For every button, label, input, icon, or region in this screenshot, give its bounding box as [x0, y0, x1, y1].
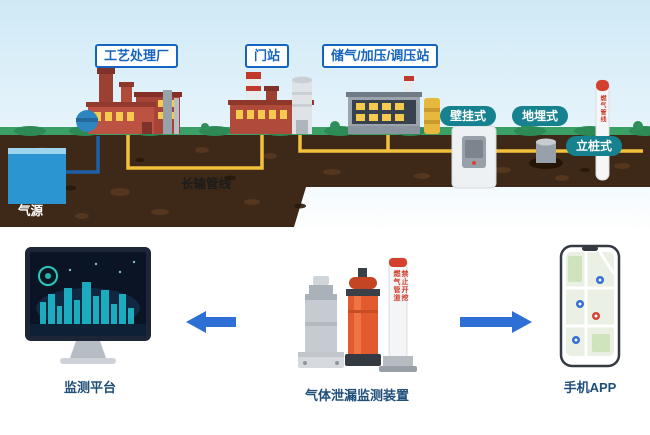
- map-parks: [568, 256, 610, 352]
- label-storage-station: 储气/加压/调压站: [322, 44, 439, 69]
- phone-notch: [582, 246, 598, 251]
- dashboard-dots: [68, 260, 136, 274]
- gas-source-pool: [8, 148, 66, 204]
- pipelines: [66, 134, 643, 184]
- badge-pole-mounted: 立桩式: [566, 136, 623, 157]
- map-roads: [566, 251, 616, 356]
- gas-leak-devices-illustration: [298, 257, 417, 372]
- label-processing-plant: 工艺处理厂: [95, 44, 179, 69]
- badge-wall-mounted: 壁挂式: [440, 106, 497, 127]
- label-gate-station: 门站: [245, 44, 290, 69]
- monitor-base: [60, 358, 116, 364]
- pipeline-label: 长输管线: [181, 177, 232, 191]
- arrow-right-icon: [460, 311, 532, 333]
- phone-illustration: [559, 244, 621, 368]
- marker-post-text-1: 燃气管道: [393, 270, 400, 302]
- gas-source-label: 气源: [18, 204, 44, 218]
- processing-plant-illustration: [76, 45, 182, 134]
- caption-gas-leak-device: 气体泄漏监测装置: [304, 388, 409, 403]
- buried-device: [529, 138, 563, 169]
- gas-leak-detector-orange: [345, 268, 381, 366]
- marker-post-text-2: 禁止开挖: [401, 270, 408, 302]
- pool-surface: [8, 148, 66, 154]
- arrow-left-icon: [186, 311, 236, 333]
- gate-station-illustration: [228, 48, 314, 134]
- blue-pipe: [66, 136, 100, 174]
- gas-leak-detector-gray: [298, 276, 344, 368]
- wall-mounted-device: [451, 125, 497, 189]
- badge-buried: 地埋式: [512, 106, 569, 127]
- monitor-illustration: [25, 247, 151, 364]
- yellow-pipe-left: [126, 134, 264, 170]
- caption-mobile-app: 手机APP: [563, 380, 617, 395]
- scene-pole-text: 燃气管线: [599, 95, 605, 123]
- dashboard-gauge: [38, 266, 58, 286]
- scene-illustration: [0, 45, 650, 227]
- map-pins: [572, 276, 604, 344]
- caption-monitoring-platform: 监测平台: [63, 380, 116, 395]
- storage-station-illustration: [346, 76, 440, 134]
- monitor-stand: [70, 341, 106, 358]
- marker-post-device: [379, 257, 417, 372]
- city-skyline: [40, 282, 134, 324]
- yellow-pipe-right: [298, 134, 643, 153]
